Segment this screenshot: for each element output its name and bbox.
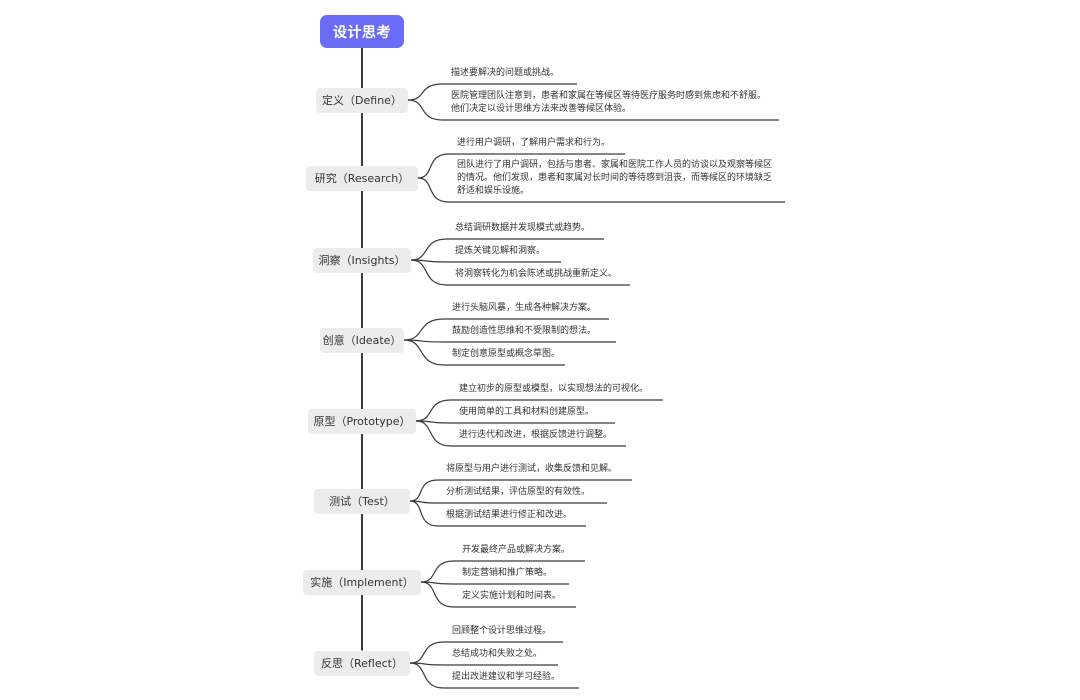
leaf-node[interactable]: 制定创意原型或概念草图。: [452, 348, 560, 361]
leaf-text-line: 舒适和娱乐设施。: [457, 186, 530, 196]
leaf-text-line: 将原型与用户进行测试，收集反馈和见解。: [446, 464, 618, 474]
stage-node[interactable]: 反思（Reflect）: [314, 650, 410, 676]
leaf-node[interactable]: 开发最终产品或解决方案。: [462, 544, 570, 557]
leaf-text-line: 的情况。他们发现，患者和家属对长时间的等待感到沮丧，而等候区的环境缺乏: [457, 173, 773, 183]
leaf-node[interactable]: 建立初步的原型或模型，以实现想法的可视化。: [459, 383, 648, 396]
branch-connector: [410, 259, 448, 286]
leaf-text-line: 提炼关键见解和洞察。: [455, 246, 546, 256]
leaf-node[interactable]: 总结成功和失败之处。: [452, 648, 542, 661]
leaf-text-line: 描述要解决的问题或挑战。: [451, 68, 560, 78]
leaf-text-line: 建立初步的原型或模型，以实现想法的可视化。: [459, 384, 649, 394]
leaf-text-line: 进行迭代和改进，根据反馈进行调整。: [459, 430, 613, 440]
leaf-node[interactable]: 根据测试结果进行修正和改进。: [446, 509, 572, 522]
leaf-text-line: 他们决定以设计思维方法来改善等候区体验。: [451, 104, 632, 114]
leaf-text-line: 总结调研数据并发现模式或趋势。: [455, 223, 591, 233]
branch-connector: [409, 500, 439, 527]
leaf-text-line: 制定营销和推广策略。: [462, 568, 553, 578]
leaf-text-line: 分析测试结果，评估原型的有效性。: [446, 487, 591, 497]
branch-connector: [409, 662, 445, 689]
branch-connector: [415, 420, 452, 447]
leaf-node[interactable]: 进行头脑风暴，生成各种解决方案。: [452, 302, 596, 315]
leaf-node[interactable]: 分析测试结果，评估原型的有效性。: [446, 486, 590, 499]
leaf-text-line: 将洞察转化为机会陈述或挑战重新定义。: [455, 269, 618, 279]
leaf-text-line: 定义实施计划和时间表。: [462, 591, 562, 601]
leaf-node[interactable]: 回顾整个设计思维过程。: [452, 625, 551, 638]
branch-connector: [409, 641, 445, 664]
leaf-node[interactable]: 提出改进建议和学习经验。: [452, 671, 560, 684]
stage-node[interactable]: 测试（Test）: [314, 488, 410, 514]
branch-connector: [403, 339, 445, 366]
branch-connector: [420, 581, 455, 608]
leaf-node[interactable]: 医院管理团队注意到，患者和家属在等候区等待医疗服务时感到焦虑和不舒服。他们决定以…: [451, 90, 766, 116]
leaf-node[interactable]: 将原型与用户进行测试，收集反馈和见解。: [446, 463, 617, 476]
stage-node[interactable]: 创意（Ideate）: [320, 327, 404, 353]
leaf-node[interactable]: 制定营销和推广策略。: [462, 567, 552, 580]
leaf-node[interactable]: 团队进行了用户调研，包括与患者、家属和医院工作人员的访谈以及观察等候区的情况。他…: [457, 159, 772, 198]
leaf-text-line: 团队进行了用户调研，包括与患者、家属和医院工作人员的访谈以及观察等候区: [457, 160, 773, 170]
leaf-text-line: 制定创意原型或概念草图。: [452, 349, 561, 359]
stage-node[interactable]: 实施（Implement）: [303, 569, 421, 595]
leaf-node[interactable]: 进行迭代和改进，根据反馈进行调整。: [459, 429, 612, 442]
leaf-node[interactable]: 总结调研数据并发现模式或趋势。: [455, 222, 590, 235]
branch-connector: [407, 99, 444, 121]
root-node[interactable]: 设计思考: [320, 15, 404, 48]
leaf-text-line: 鼓励创造性思维和不受限制的想法。: [452, 326, 597, 336]
branch-connector: [409, 479, 439, 502]
leaf-text-line: 提出改进建议和学习经验。: [452, 672, 561, 682]
leaf-node[interactable]: 提炼关键见解和洞察。: [455, 245, 545, 258]
branch-connector: [417, 177, 450, 203]
leaf-text-line: 医院管理团队注意到，患者和家属在等候区等待医疗服务时感到焦虑和不舒服。: [451, 91, 767, 101]
branch-connector: [417, 153, 450, 179]
leaf-text-line: 使用简单的工具和材料创建原型。: [459, 407, 595, 417]
leaf-node[interactable]: 定义实施计划和时间表。: [462, 590, 561, 603]
leaf-node[interactable]: 进行用户调研，了解用户需求和行为。: [457, 137, 610, 150]
stage-node[interactable]: 原型（Prototype）: [308, 408, 416, 434]
leaf-node[interactable]: 使用简单的工具和材料创建原型。: [459, 406, 594, 419]
leaf-node[interactable]: 鼓励创造性思维和不受限制的想法。: [452, 325, 596, 338]
leaf-text-line: 开发最终产品或解决方案。: [462, 545, 571, 555]
branch-connector: [420, 560, 455, 583]
stage-node[interactable]: 洞察（Insights）: [313, 247, 411, 273]
leaf-text-line: 根据测试结果进行修正和改进。: [446, 510, 573, 520]
stage-node[interactable]: 定义（Define）: [316, 87, 408, 113]
leaf-text-line: 总结成功和失败之处。: [452, 649, 543, 659]
leaf-node[interactable]: 描述要解决的问题或挑战。: [451, 67, 559, 80]
leaf-text-line: 回顾整个设计思维过程。: [452, 626, 552, 636]
leaf-text-line: 进行用户调研，了解用户需求和行为。: [457, 138, 611, 148]
branch-connector: [407, 83, 444, 101]
stage-node[interactable]: 研究（Research）: [306, 165, 418, 191]
leaf-text-line: 进行头脑风暴，生成各种解决方案。: [452, 303, 597, 313]
branch-connector: [415, 399, 452, 422]
leaf-node[interactable]: 将洞察转化为机会陈述或挑战重新定义。: [455, 268, 617, 281]
branch-connector: [410, 238, 448, 261]
branch-connector: [403, 318, 445, 341]
